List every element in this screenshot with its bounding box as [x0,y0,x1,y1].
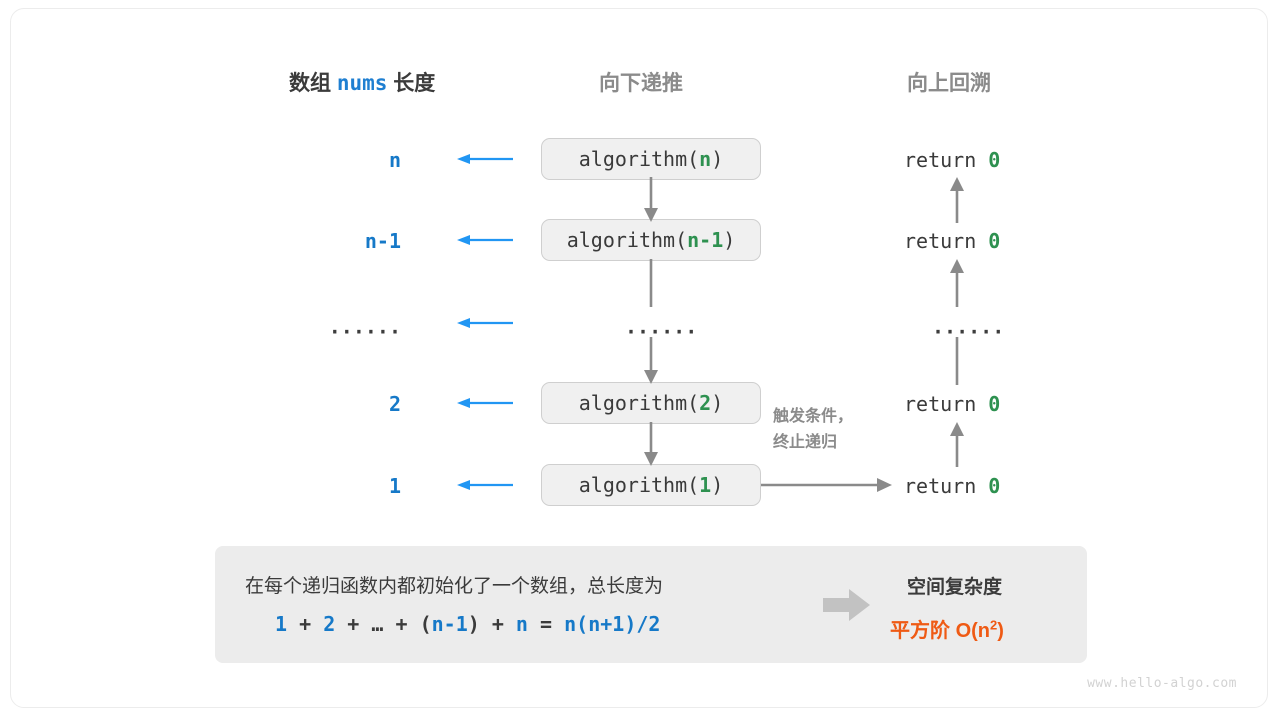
call-arg-row-4: 2 [699,391,712,415]
blue-left-arrow-row-4 [457,398,513,408]
up-arrow-4-to-ellipsis [955,337,959,385]
complexity-exponent: 2 [990,617,998,633]
return-keyword-row-1: return [904,148,977,172]
length-value-row-5: 1 [388,474,401,498]
return-ellipsis-row-3: ······ [932,320,1005,344]
return-keyword-row-5: return [904,474,977,498]
termination-note: 触发条件， 终止递归 [773,404,853,456]
blue-left-arrow-row-5 [457,480,513,490]
call-arg-row-2: n-1 [687,228,724,252]
blue-left-arrow-row-3 [457,318,513,328]
down-arrow-ellipsis-to-4 [644,337,658,384]
formula-term-5: n [515,612,528,636]
formula-ellipsis: … [371,612,384,636]
call-close-row-4: ) [711,391,724,415]
summary-complexity-title: 空间复杂度 [907,577,1003,598]
return-row-4: return 0 [904,392,1000,416]
down-arrow-2-to-ellipsis [649,259,653,307]
return-value-row-4: 0 [988,392,1001,416]
return-value-row-2: 0 [988,229,1001,253]
return-value-row-5: 0 [988,474,1001,498]
down-arrow-4-to-5 [644,422,658,466]
call-label-row-2: algorithm( [566,228,688,252]
complexity-label: 平方阶 [890,620,950,642]
formula-rparen: ) [467,612,480,636]
call-label-row-4: algorithm( [578,391,700,415]
formula-op-1: + [299,612,312,636]
header-downward-recursion: 向下递推 [599,72,683,95]
summary-description: 在每个递归函数内都初始化了一个数组，总长度为 [245,576,664,597]
summary-panel: 在每个递归函数内都初始化了一个数组，总长度为 1 + 2 + … + (n-1)… [215,546,1087,663]
up-arrow-ellipsis-to-2 [950,259,964,307]
complexity-tail: ) [997,620,1004,642]
return-row-5: return 0 [904,474,1000,498]
call-close-row-5: ) [711,473,724,497]
return-row-1: return 0 [904,148,1000,172]
header-array-prefix: 数组 [289,72,331,95]
return-keyword-row-2: return [904,229,977,253]
base-case-to-return-arrow [761,478,892,492]
formula-lparen: ( [419,612,432,636]
length-value-row-3: ······ [328,320,401,344]
call-ellipsis-row-3: ······ [625,320,698,344]
down-arrow-1-to-2 [644,177,658,222]
header-array-suffix: 长度 [393,72,436,95]
formula-term-2: 2 [323,612,336,636]
formula-result: n(n+1)/2 [564,612,661,636]
header-array-name: nums [336,71,388,95]
header-array-length: 数组 nums 长度 [289,67,435,97]
length-value-row-2: n-1 [364,229,401,253]
formula-op-4: + [491,612,504,636]
length-value-row-4: 2 [388,392,401,416]
termination-note-line-1: 触发条件， [773,408,854,425]
formula-op-2: + [347,612,360,636]
complexity-base: O(n [955,620,990,642]
return-row-2: return 0 [904,229,1000,253]
right-block-arrow-icon [823,589,870,621]
call-box-row-2: algorithm(n-1) [541,219,761,261]
call-label-row-1: algorithm( [578,147,700,171]
blue-left-arrow-row-2 [457,235,513,245]
call-arg-row-1: n [699,147,712,171]
length-value-row-1: n [388,148,401,172]
call-box-row-5: algorithm(1) [541,464,761,506]
call-box-row-4: algorithm(2) [541,382,761,424]
diagram-card: 数组 nums 长度 向下递推 向上回溯 n algorithm(n) retu… [10,8,1268,708]
return-keyword-row-4: return [904,392,977,416]
watermark: www.hello-algo.com [1087,676,1237,691]
termination-note-line-2: 终止递归 [773,434,838,451]
header-upward-backtrack: 向上回溯 [907,72,991,95]
formula-equals: = [540,612,553,636]
up-arrow-2-to-1 [950,177,964,223]
formula-op-3: + [395,612,408,636]
call-box-row-1: algorithm(n) [541,138,761,180]
formula-term-4: n-1 [431,612,468,636]
call-label-row-5: algorithm( [578,473,700,497]
summary-formula: 1 + 2 + … + (n-1) + n = n(n+1)/2 [275,612,660,636]
complexity-notation: O(n2) [955,617,1004,642]
return-value-row-1: 0 [988,148,1001,172]
blue-left-arrow-row-1 [457,154,513,164]
summary-complexity-value: 平方阶 O(n2) [890,614,1004,643]
formula-term-1: 1 [275,612,288,636]
call-arg-row-5: 1 [699,473,712,497]
call-close-row-2: ) [723,228,736,252]
call-close-row-1: ) [711,147,724,171]
up-arrow-5-to-4 [950,422,964,467]
